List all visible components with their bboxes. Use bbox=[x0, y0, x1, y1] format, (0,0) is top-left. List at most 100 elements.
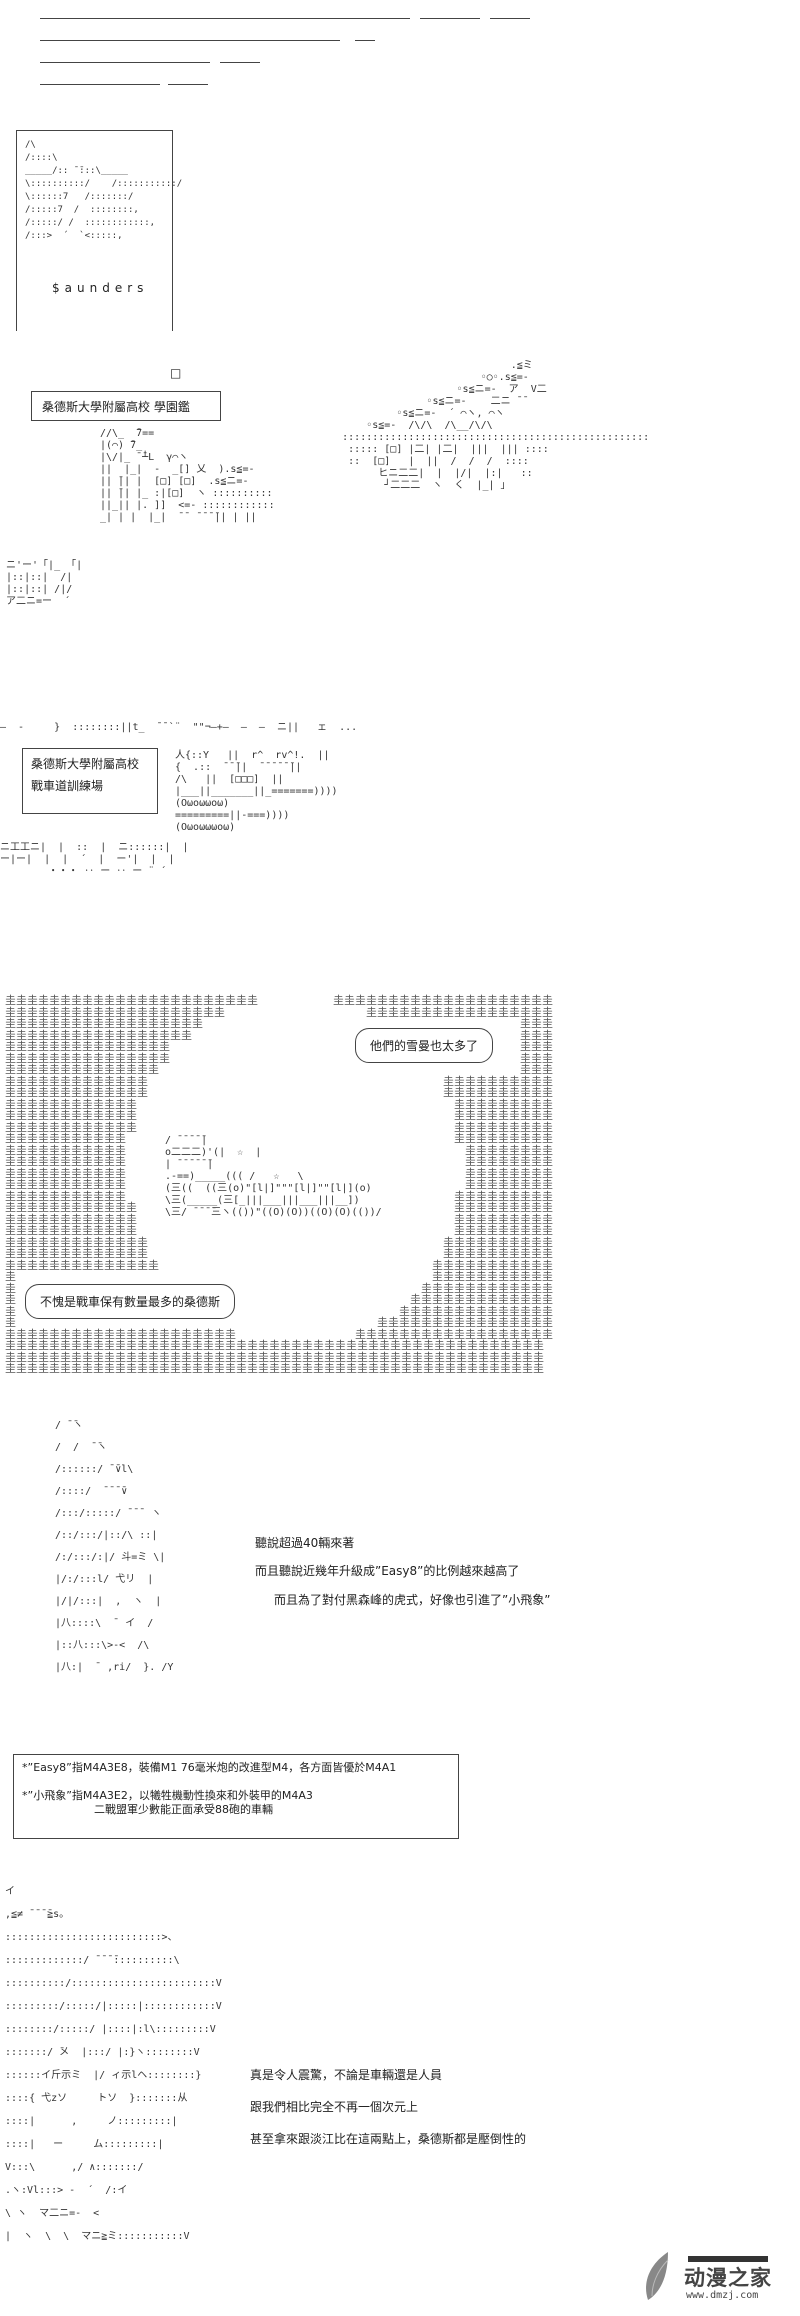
top-rule-3b bbox=[220, 62, 260, 63]
snow-field-row-left: 圭 bbox=[5, 1270, 16, 1283]
emblem-label: $aunders bbox=[52, 281, 149, 295]
horizon-art: — - } ::::::::||t_ ̄ ̄ `¨ ""¬—+— — — ニ||… bbox=[0, 722, 358, 733]
snow-field-row-left: 圭圭圭圭圭圭圭圭圭圭圭圭圭 bbox=[5, 1247, 148, 1260]
footnote-jumbo: *”小飛象”指M4A3E2，以犧牲機動性換來和外裝甲的M4A3 bbox=[22, 1789, 313, 1802]
snow-field-row-right: 圭圭圭圭圭圭圭圭圭圭 bbox=[443, 1074, 553, 1088]
snow-field-row-right: 圭圭圭圭圭圭圭圭圭圭圭圭圭圭圭圭圭圭 bbox=[355, 1327, 553, 1341]
snow-field-row: 圭圭圭圭圭圭圭圭圭圭圭圭圭圭圭圭圭圭圭圭圭圭圭圭圭圭圭圭圭圭圭圭圭圭圭圭圭圭圭圭… bbox=[5, 1362, 544, 1375]
snow-field-row-left: 圭圭圭圭圭圭圭圭圭圭圭圭 bbox=[5, 1097, 137, 1111]
speech-bubble-saunders: 不愧是戰車保有數量最多的桑德斯 bbox=[25, 1284, 236, 1319]
snow-field-row-left: 圭圭圭圭圭圭圭圭圭圭圭 bbox=[5, 1166, 126, 1180]
snow-field-row-right: 圭圭圭圭圭圭圭圭圭 bbox=[454, 1097, 553, 1111]
snow-field-row-right: 圭圭圭圭圭圭圭圭圭 bbox=[454, 1224, 553, 1237]
snow-field-row-right: 圭圭圭圭圭圭圭圭圭圭圭圭圭 bbox=[410, 1293, 553, 1306]
snow-field-row-left: 圭 bbox=[5, 1304, 16, 1318]
yearbook-title-box: 桑德斯大學附屬高校 學園鑑 bbox=[31, 391, 221, 421]
top-rule-2 bbox=[40, 40, 340, 41]
snow-field-row-left: 圭圭圭圭圭圭圭圭圭圭圭 bbox=[5, 1155, 126, 1168]
snow-field-row-left: 圭圭圭圭圭圭圭圭圭圭圭 bbox=[5, 1132, 126, 1145]
training-scene-art: 人{::Y || r^ rv^!. || { .:: ̄ ̄ ̄|| ̄ ̄ ̄… bbox=[175, 750, 338, 833]
snow-field-row-right: 圭圭圭圭圭圭圭圭圭 bbox=[454, 1201, 553, 1214]
snow-field-row-left: 圭圭圭圭圭圭圭圭圭圭圭 bbox=[5, 1143, 126, 1157]
dmzj-logo: 动漫之家 www.dmzj.com bbox=[640, 2248, 790, 2308]
square-mark: □ bbox=[170, 366, 182, 380]
training-box-line1: 桑德斯大學附屬高校 bbox=[31, 757, 140, 771]
top-rule-3 bbox=[40, 62, 210, 63]
snow-field-row-left: 圭圭圭圭圭圭圭圭圭圭圭圭 bbox=[5, 1212, 137, 1226]
snow-field-row-left: 圭 bbox=[5, 1316, 16, 1329]
snow-field-row-left: 圭 bbox=[5, 1281, 16, 1295]
snow-field-row-left: 圭圭圭圭圭圭圭圭圭圭圭圭 bbox=[5, 1224, 137, 1237]
left-landscape-art: ニ'ー'「|_ 「| |::|::| /| |::|::| /|/ ア二ニ=ー … bbox=[6, 560, 83, 607]
top-rule-2b bbox=[355, 40, 375, 41]
logo-url: www.dmzj.com bbox=[686, 2290, 759, 2301]
dialogue1-line2: 而且聽說近幾年升級成”Easy8”的比例越來越高了 bbox=[255, 1564, 520, 1578]
training-ground-box: 桑德斯大學附屬高校 戰車道訓練場 bbox=[22, 748, 158, 814]
snow-field-row-left: 圭圭圭圭圭圭圭圭圭圭圭圭圭圭圭圭圭圭圭圭圭圭圭 bbox=[5, 994, 258, 1007]
snow-field-row-right: 圭圭圭圭圭圭圭圭圭圭圭圭圭圭圭圭 bbox=[377, 1316, 553, 1329]
top-rule-4b bbox=[168, 84, 208, 85]
snow-field-row-right: 圭圭圭圭圭圭圭圭圭 bbox=[454, 1189, 553, 1203]
saunders-emblem: /\ /::::\ _____/:: ̄ ̄:::\_____ \:::::::… bbox=[16, 130, 182, 331]
speech-bubble-sherman: 他們的雪曼也太多了 bbox=[355, 1028, 494, 1063]
snow-trail-art: .≦ミ ◦○◦.s≦=- ◦s≦ニ=- ア V二 ◦s≦ニ=- 二ニ ̄ ̄ ◦… bbox=[342, 360, 650, 491]
snow-field-row-right: 圭圭圭圭圭圭圭圭圭圭圭圭圭圭 bbox=[399, 1304, 553, 1318]
snow-field-row: 圭圭圭圭圭圭圭圭圭圭圭圭圭圭圭圭圭圭圭圭圭圭圭圭圭圭圭圭圭圭圭圭圭圭圭圭圭圭圭圭… bbox=[5, 1350, 544, 1364]
snow-field-row-right: 圭圭圭圭圭圭圭圭 bbox=[465, 1178, 553, 1191]
snow-field-row-left: 圭圭圭圭圭圭圭圭圭圭圭圭圭圭圭 bbox=[5, 1051, 170, 1065]
character1-art: / ̄ ̄ヽ / / ̄ ̄ヽ /::::::/ ̄ ̄∨l\ /::::/ ̄… bbox=[55, 1420, 174, 1673]
yearbook-title: 桑德斯大學附屬高校 學園鑑 bbox=[42, 400, 190, 414]
snow-field-row-left: 圭圭圭圭圭圭圭圭圭圭圭圭圭圭圭 bbox=[5, 1040, 170, 1053]
dialogue1-line1: 聽說超過40輛來著 bbox=[255, 1536, 355, 1550]
snow-field-row-right: 圭圭圭 bbox=[520, 1051, 553, 1065]
snow-field-row-right: 圭圭圭圭圭圭圭圭 bbox=[465, 1155, 553, 1168]
snow-field-row-left: 圭圭圭圭圭圭圭圭圭圭圭圭圭圭圭圭圭 bbox=[5, 1028, 192, 1042]
snow-field-row-left: 圭圭圭圭圭圭圭圭圭圭圭圭 bbox=[5, 1109, 137, 1122]
snow-field-row-right: 圭圭圭圭圭圭圭圭圭 bbox=[454, 1212, 553, 1226]
snow-field-row: 圭圭圭圭圭圭圭圭圭圭圭圭圭圭圭圭圭圭圭圭圭圭圭圭圭圭圭圭圭圭圭圭圭圭圭圭圭圭圭圭… bbox=[5, 1339, 544, 1352]
snow-field-row-left: 圭圭圭圭圭圭圭圭圭圭圭圭圭圭圭圭圭圭圭圭圭 bbox=[5, 1327, 236, 1341]
fence-art: ニ工工ニ| | :: | ニ::::::| | ー|ー| | | ´ | ー'|… bbox=[0, 842, 189, 877]
footnote-box: *”Easy8”指M4A3E8，裝備M1 76毫米炮的改進型M4，各方面皆優於M… bbox=[13, 1754, 459, 1839]
snow-field-row-left: 圭圭圭圭圭圭圭圭圭圭圭圭圭 bbox=[5, 1235, 148, 1249]
snow-field-row-right: 圭圭圭圭圭圭圭圭圭圭圭 bbox=[432, 1258, 553, 1272]
training-box-line2: 戰車道訓練場 bbox=[31, 779, 104, 793]
snow-field-row-right: 圭圭圭 bbox=[520, 1017, 553, 1030]
snow-field-row-right: 圭圭圭圭圭圭圭圭圭圭圭圭 bbox=[421, 1281, 553, 1295]
snow-field-row-right: 圭圭圭 bbox=[520, 1028, 553, 1042]
snow-field-row-right: 圭圭圭圭圭圭圭圭圭 bbox=[454, 1109, 553, 1122]
snow-field-row-right: 圭圭圭圭圭圭圭圭 bbox=[465, 1166, 553, 1180]
top-rule-1c bbox=[490, 18, 530, 19]
snow-field-row-right: 圭圭圭圭圭圭圭圭圭圭 bbox=[443, 1086, 553, 1099]
snow-field-row-right: 圭圭圭圭圭圭圭圭圭圭 bbox=[443, 1235, 553, 1249]
snow-field-row-left: 圭圭圭圭圭圭圭圭圭圭圭圭圭圭圭圭圭圭 bbox=[5, 1017, 203, 1030]
snow-field-row-right: 圭圭圭圭圭圭圭圭圭 bbox=[454, 1132, 553, 1145]
snow-field-row-left: 圭圭圭圭圭圭圭圭圭圭圭圭圭 bbox=[5, 1074, 148, 1088]
snow-field-row-left: 圭圭圭圭圭圭圭圭圭圭圭圭圭圭 bbox=[5, 1063, 159, 1076]
top-rule-1b bbox=[420, 18, 480, 19]
top-rule-4 bbox=[40, 84, 160, 85]
dialogue1-line3: 而且為了對付黑森峰的虎式，好像也引進了”小飛象” bbox=[274, 1593, 551, 1607]
logo-name: 动漫之家 bbox=[684, 2266, 772, 2290]
snow-field-row-right: 圭圭圭圭圭圭圭圭圭圭圭圭圭圭圭圭圭圭圭圭 bbox=[333, 994, 553, 1007]
snow-field-row-right: 圭圭圭圭圭圭圭圭圭圭 bbox=[443, 1247, 553, 1260]
tank-art: / ̄ ̄ ̄ ̄ ̄| o二二二)'(| ☆ | | ̄ ̄ ̄ ̄ ̄ ̄|… bbox=[165, 1135, 382, 1218]
snow-field-row-right: 圭圭圭圭圭圭圭圭 bbox=[465, 1143, 553, 1157]
footnote-easy8: *”Easy8”指M4A3E8，裝備M1 76毫米炮的改進型M4，各方面皆優於M… bbox=[22, 1761, 397, 1774]
speech-text-sherman: 他們的雪曼也太多了 bbox=[370, 1039, 479, 1053]
character2-art: イ ,≦≠ ̄ ̄ ̄ ̄≧s。 :::::::::::::::::::::::… bbox=[5, 1886, 222, 2242]
dialogue2-line2: 跟我們相比完全不再一個次元上 bbox=[250, 2100, 419, 2114]
feather-logo-icon bbox=[646, 2252, 669, 2300]
speech-text-saunders: 不愧是戰車保有數量最多的桑德斯 bbox=[40, 1295, 221, 1309]
snow-field-row-right: 圭圭圭圭圭圭圭圭圭圭圭圭圭圭圭圭圭 bbox=[366, 1005, 553, 1019]
dialogue2-line1: 真是令人震驚，不論是車輛還是人員 bbox=[250, 2068, 443, 2082]
snow-field-row-left: 圭圭圭圭圭圭圭圭圭圭圭圭 bbox=[5, 1201, 137, 1214]
snow-field-row-left: 圭圭圭圭圭圭圭圭圭圭圭圭圭圭 bbox=[5, 1258, 159, 1272]
snow-field-row-right: 圭圭圭圭圭圭圭圭圭圭圭 bbox=[432, 1270, 553, 1283]
footnote-jumbo-2: 二戰盟軍少數能正面承受88砲的車輛 bbox=[94, 1803, 273, 1816]
snow-field-row-right: 圭圭圭圭圭圭圭圭圭 bbox=[454, 1120, 553, 1134]
snow-field-row-left: 圭圭圭圭圭圭圭圭圭圭圭 bbox=[5, 1178, 126, 1191]
snow-field-row-left: 圭 bbox=[5, 1293, 16, 1306]
emblem-star-art: /\ /::::\ _____/:: ̄ ̄:::\_____ \:::::::… bbox=[25, 140, 183, 241]
dialogue2-line3: 甚至拿來跟淡江比在這兩點上，桑德斯都是壓倒性的 bbox=[250, 2132, 527, 2146]
